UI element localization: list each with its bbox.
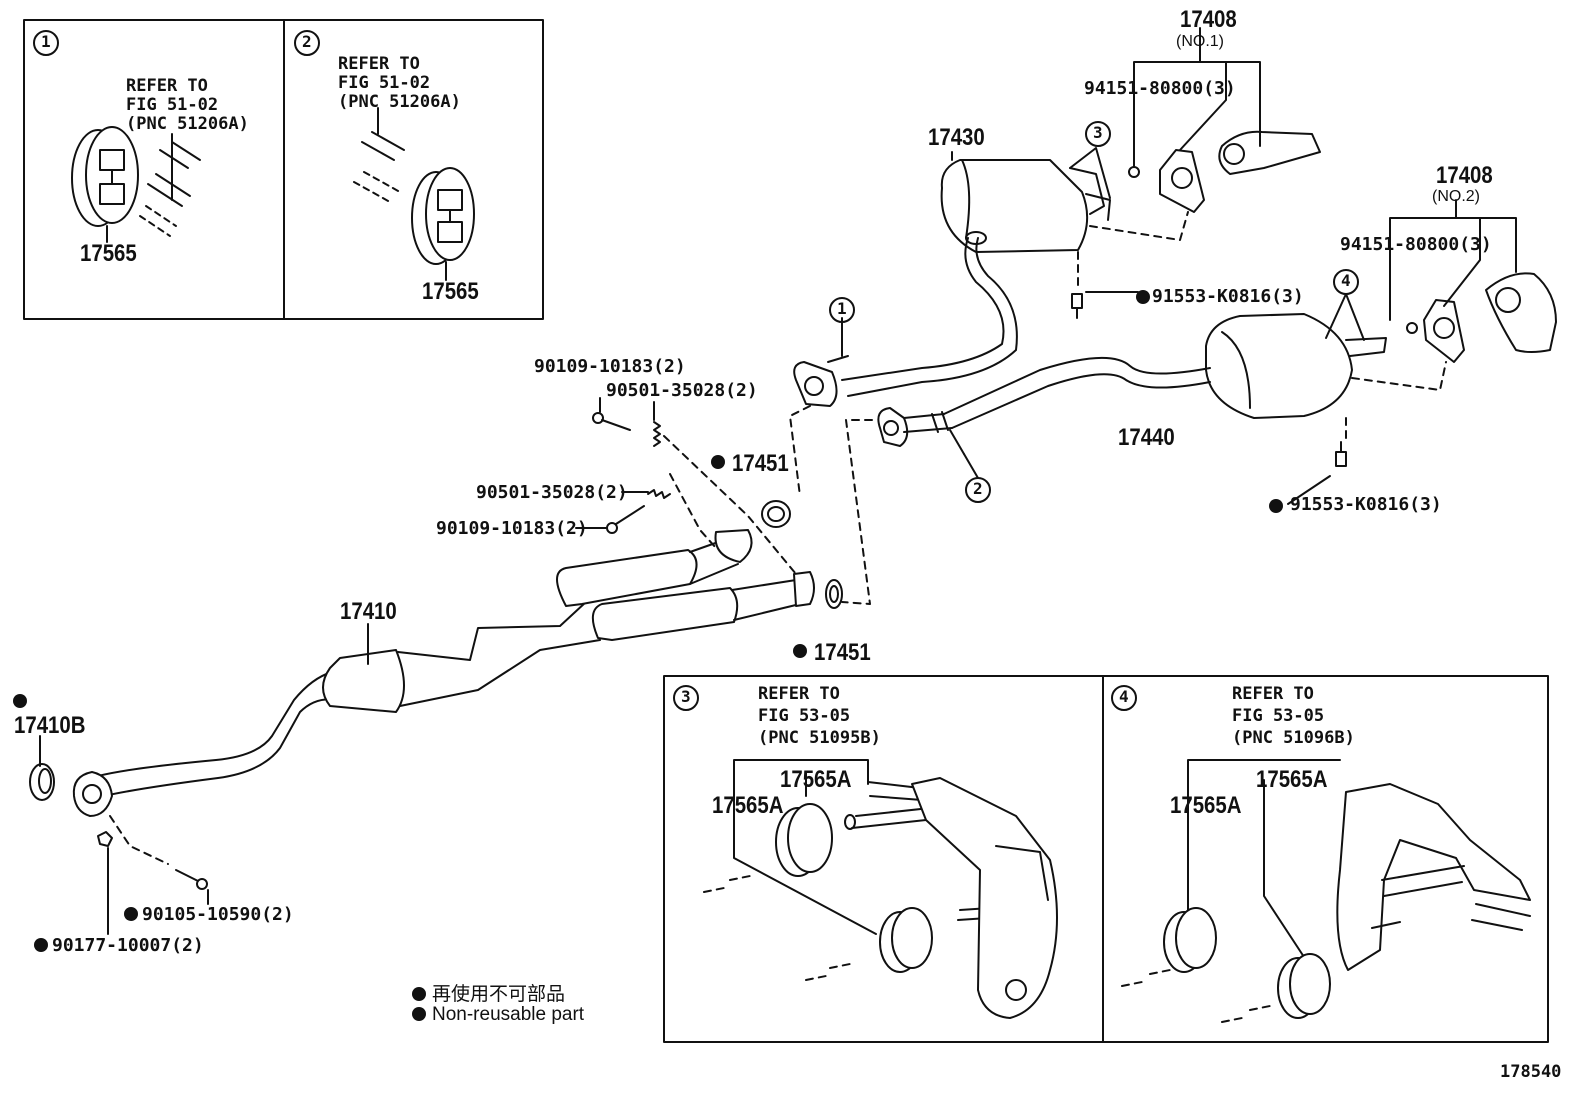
inset4-refer-line3: (PNC 51096B): [1232, 728, 1355, 748]
marker-3: 3: [1093, 123, 1103, 142]
label-17408-no2-sub: (NO.2): [1432, 188, 1480, 205]
inset3-drawing: [703, 759, 1058, 1019]
inset4-drawing: [1121, 759, 1531, 1023]
label-nut-94151-no2: 94151-80800(3): [1340, 234, 1492, 255]
label-bolt-91553-lower: 91553-K0816(3): [1290, 494, 1442, 515]
marker-2: 2: [973, 479, 983, 498]
legend-dot-icon: [412, 987, 426, 1001]
inset3-refer-line2: FIG 53-05: [758, 706, 851, 726]
inset3-refer-line1: REFER TO: [758, 684, 840, 704]
figure-number: 178540: [1500, 1062, 1562, 1082]
circle-markers: [33, 30, 1359, 711]
bolt-90109-upper: [592, 412, 631, 431]
inset4-part-17565a-right: 17565A: [1256, 766, 1328, 793]
label-17440: 17440: [1118, 424, 1175, 451]
bolt-91553-lower: [1335, 441, 1347, 467]
label-spring-90501-upper: 90501-35028(2): [606, 380, 758, 401]
bolt-90105: [175, 869, 208, 890]
label-17408-no1: 17408: [1180, 6, 1237, 33]
non-reusable-dots: [13, 290, 1283, 952]
hanger-17565-inset1: [71, 126, 201, 243]
inset3-refer-line3: (PNC 51095B): [758, 728, 881, 748]
muffler-17440: [943, 313, 1387, 429]
label-bolt-91553-upper: 91553-K0816(3): [1152, 286, 1304, 307]
label-17408-no1-sub: (NO.1): [1176, 33, 1224, 50]
inset4-part-17565a-left: 17565A: [1170, 792, 1242, 819]
legend-japanese: 再使用不可部品: [412, 979, 565, 1006]
label-gasket-17451-lower: 17451: [814, 639, 871, 666]
inset4-refer-line2: FIG 53-05: [1232, 706, 1325, 726]
inset4-refer-line1: REFER TO: [1232, 684, 1314, 704]
muffler-17430: [841, 159, 1111, 397]
spring-90501-upper: [653, 421, 661, 447]
label-17410b: 17410B: [14, 712, 86, 739]
leader-lines: [39, 27, 1517, 935]
inset1-marker-number: 1: [41, 32, 51, 51]
gasket-17410b: [29, 763, 55, 801]
label-gasket-17451-upper: 17451: [732, 450, 789, 477]
inset3-marker-number: 3: [681, 687, 691, 706]
inset2-refer-line1: REFER TO: [338, 54, 420, 74]
label-nut-90177: 90177-10007(2): [52, 935, 204, 956]
gasket-17451-lower-inner: [829, 585, 839, 603]
dashed-leaders: [109, 211, 1447, 865]
gasket-17451-lower: [825, 579, 843, 609]
legend-english: Non-reusable part: [412, 1004, 584, 1026]
label-spring-90501-lower: 90501-35028(2): [476, 482, 628, 503]
legend-dot-icon: [412, 1007, 426, 1021]
nut-90177: [97, 831, 113, 847]
inset2-part-17565: 17565: [422, 278, 479, 305]
bolt-91553-upper: [1071, 293, 1083, 319]
label-17410: 17410: [340, 598, 397, 625]
label-nut-94151-no1: 94151-80800(3): [1084, 78, 1236, 99]
bolt-90109-lower: [606, 505, 645, 534]
label-bolt-90109-lower: 90109-10183(2): [436, 518, 588, 539]
inset4-marker-number: 4: [1119, 687, 1129, 706]
front-pipe-17410: [97, 529, 815, 797]
flange-17410-front: [72, 771, 113, 817]
inset1-refer-line2: FIG 51-02: [126, 95, 219, 115]
inset2-refer-line3: (PNC 51206A): [338, 92, 461, 112]
inset1-refer-line1: REFER TO: [126, 76, 208, 96]
label-bolt-90109-upper: 90109-10183(2): [534, 356, 686, 377]
inset1-part-17565: 17565: [80, 240, 137, 267]
inset3-part-17565a-lower: 17565A: [712, 792, 784, 819]
gasket-17451-upper-inner: [767, 506, 785, 522]
bracket-17408-no1: [1128, 130, 1321, 213]
gasket-17410b-inner: [38, 768, 52, 794]
label-17408-no2: 17408: [1436, 162, 1493, 189]
inset2-refer-line2: FIG 51-02: [338, 73, 431, 93]
bracket-17408-no2: [1406, 272, 1557, 363]
spring-90501-lower: [647, 489, 671, 499]
marker-4: 4: [1341, 271, 1351, 290]
inset1-refer-line3: (PNC 51206A): [126, 114, 249, 134]
inset3-part-17565a-upper: 17565A: [780, 766, 852, 793]
gasket-17451-upper: [761, 500, 791, 528]
inset-frame-bottom: [663, 675, 1549, 1043]
flange-17430: [793, 355, 849, 407]
label-17430: 17430: [928, 124, 985, 151]
marker-1: 1: [837, 299, 847, 318]
flange-17440: [877, 407, 965, 455]
inset2-marker-number: 2: [302, 32, 312, 51]
legend-english-text: Non-reusable part: [432, 1004, 585, 1025]
hanger-17565-inset2: [353, 131, 475, 281]
label-bolt-90105: 90105-10590(2): [142, 904, 294, 925]
legend-japanese-text: 再使用不可部品: [432, 984, 566, 1005]
